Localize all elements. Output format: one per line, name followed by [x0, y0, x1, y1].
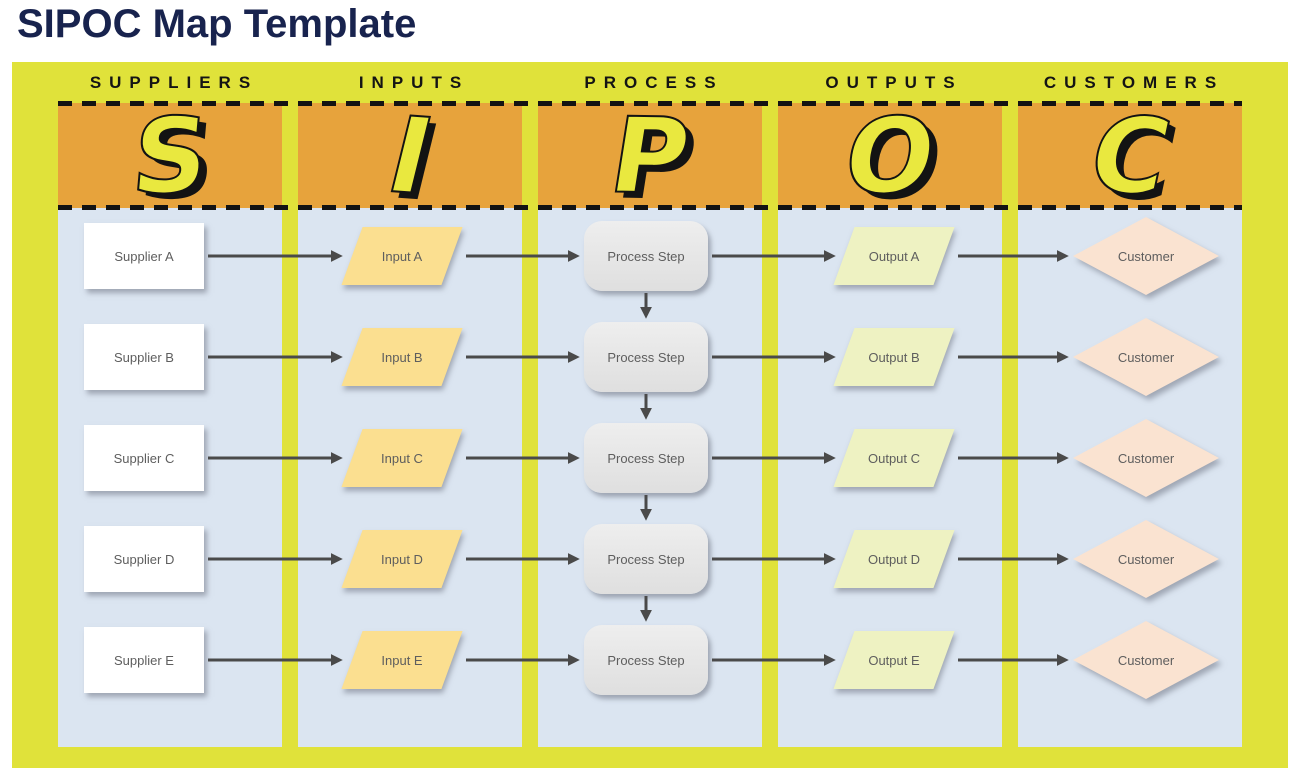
supplier-label: Supplier D	[113, 551, 175, 567]
banner-cell-customers: C	[1018, 92, 1242, 219]
input-label: Input D	[381, 551, 423, 567]
column-customers: CUSTOMERS C Customer Customer Customer C…	[1018, 62, 1242, 747]
input-shape: Input A	[341, 227, 463, 285]
supplier-shape: Supplier E	[84, 627, 204, 693]
banner-cell-outputs: O	[778, 93, 1002, 219]
lane-process: Process Step Process Step Process Step P…	[538, 208, 762, 747]
customer-shape: Customer	[1073, 520, 1219, 598]
customer-shape: Customer	[1073, 217, 1219, 295]
output-label: Output C	[867, 450, 921, 466]
customer-label: Customer	[1117, 652, 1175, 668]
process-step-label: Process Step	[607, 450, 685, 466]
customer-label: Customer	[1117, 349, 1175, 365]
column-header-inputs: INPUTS	[358, 73, 470, 92]
output-label: Output E	[868, 652, 920, 668]
output-shape: Output E	[833, 631, 955, 689]
lane-suppliers: Supplier A Supplier B Supplier C Supplie…	[58, 208, 282, 747]
input-shape: Input E	[341, 631, 463, 689]
banner-letter-o: O	[835, 93, 945, 219]
banner-cell-suppliers: S	[58, 92, 282, 220]
process-step-shape: Process Step	[584, 221, 708, 291]
banner-letter-i: I	[375, 92, 445, 218]
column-process: PROCESS P Process Step Process Step Proc…	[538, 62, 762, 747]
process-step-label: Process Step	[607, 248, 685, 264]
banner-letter-c: C	[1078, 92, 1182, 219]
output-label: Output D	[867, 551, 921, 567]
supplier-label: Supplier C	[113, 450, 175, 466]
process-step-shape: Process Step	[584, 423, 708, 493]
output-label: Output A	[868, 248, 920, 264]
supplier-label: Supplier B	[114, 349, 174, 365]
output-shape: Output A	[833, 227, 955, 285]
customer-shape: Customer	[1073, 318, 1219, 396]
process-step-label: Process Step	[607, 551, 685, 567]
output-shape: Output C	[833, 429, 955, 487]
process-step-label: Process Step	[607, 652, 685, 668]
column-inputs: INPUTS I Input A Input B Input C Input D…	[298, 62, 522, 747]
lane-outputs: Output A Output B Output C Output D Outp…	[778, 208, 1002, 747]
customer-label: Customer	[1117, 248, 1175, 264]
supplier-shape: Supplier A	[84, 223, 204, 289]
column-header-outputs: OUTPUTS	[825, 73, 963, 92]
process-step-label: Process Step	[607, 349, 685, 365]
lane-inputs: Input A Input B Input C Input D Input E	[298, 208, 522, 747]
input-label: Input B	[381, 349, 423, 365]
banner-cell-inputs: I	[298, 92, 522, 219]
output-shape: Output B	[833, 328, 955, 386]
input-shape: Input B	[341, 328, 463, 386]
input-shape: Input D	[341, 530, 463, 588]
supplier-label: Supplier E	[114, 652, 174, 668]
input-label: Input A	[381, 248, 423, 264]
output-shape: Output D	[833, 530, 955, 588]
supplier-shape: Supplier C	[84, 425, 204, 491]
input-shape: Input C	[341, 429, 463, 487]
customer-shape: Customer	[1073, 621, 1219, 699]
column-header-customers: CUSTOMERS	[1043, 73, 1225, 92]
customer-label: Customer	[1117, 551, 1175, 567]
process-step-shape: Process Step	[584, 322, 708, 392]
supplier-label: Supplier A	[114, 248, 174, 264]
column-suppliers: SUPPLIERS S Supplier A Supplier B Suppli…	[58, 62, 282, 747]
process-step-shape: Process Step	[584, 524, 708, 594]
banner-dashed-border-bottom	[58, 205, 1242, 210]
supplier-shape: Supplier D	[84, 526, 204, 592]
output-label: Output B	[868, 349, 920, 365]
banner-letter-p: P	[601, 93, 698, 218]
sipoc-board: SUPPLIERS S Supplier A Supplier B Suppli…	[12, 62, 1288, 768]
column-outputs: OUTPUTS O Output A Output B Output C Out…	[778, 62, 1002, 747]
page-title: SIPOC Map Template	[17, 2, 417, 46]
process-step-shape: Process Step	[584, 625, 708, 695]
customer-label: Customer	[1117, 450, 1175, 466]
column-header-process: PROCESS	[584, 73, 724, 92]
column-header-suppliers: SUPPLIERS	[89, 73, 259, 92]
banner-cell-process: P	[538, 93, 762, 218]
input-label: Input E	[381, 652, 423, 668]
banner-dashed-border-top	[58, 101, 1242, 106]
banner-letter-s: S	[126, 92, 214, 220]
input-label: Input C	[381, 450, 423, 466]
supplier-shape: Supplier B	[84, 324, 204, 390]
lane-customers: Customer Customer Customer Customer Cust…	[1018, 208, 1242, 747]
customer-shape: Customer	[1073, 419, 1219, 497]
